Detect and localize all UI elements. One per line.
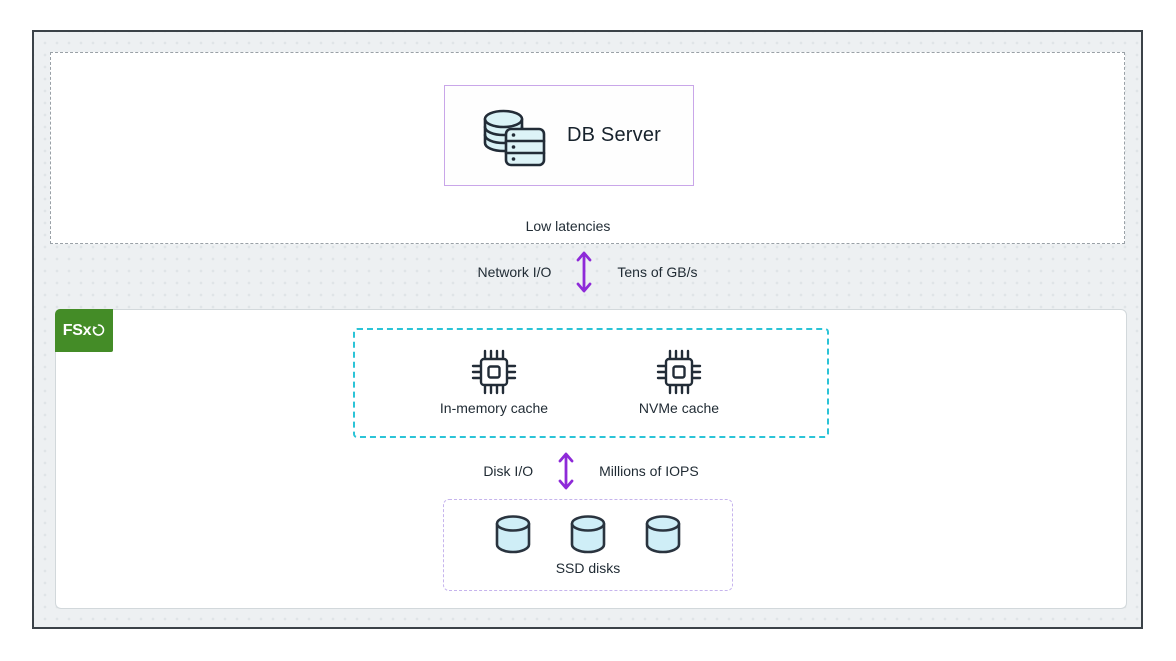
disk-io-label: Disk I/O <box>483 463 534 479</box>
nvme-cache-label: NVMe cache <box>638 400 720 416</box>
disk-cylinder-icon <box>644 514 682 555</box>
ssd-disk-group <box>494 514 682 555</box>
in-memory-cache-label: In-memory cache <box>439 400 549 416</box>
db-server-label: DB Server <box>566 124 662 146</box>
vertical-double-arrow-icon <box>557 450 575 492</box>
diagram-canvas: DB Server Low latencies Network I/O Tens… <box>32 30 1143 629</box>
network-io-label: Network I/O <box>477 264 552 280</box>
database-server-icon <box>477 104 549 168</box>
nvme-cache-node: NVMe cache <box>579 348 779 416</box>
db-server-node: DB Server <box>444 85 694 186</box>
fsx-badge-label: FSx <box>62 321 92 339</box>
vertical-double-arrow-icon <box>575 249 593 295</box>
disk-cylinder-icon <box>494 514 532 555</box>
fsx-logo-glyph-icon <box>92 324 105 337</box>
cpu-chip-icon <box>655 348 703 396</box>
ssd-disks-label: SSD disks <box>555 560 621 576</box>
db-host-region: DB Server Low latencies <box>50 52 1125 244</box>
disk-io-row: Disk I/O Millions of IOPS <box>56 449 1126 493</box>
disk-iops-label: Millions of IOPS <box>599 463 699 479</box>
fsx-region: FSx <box>55 309 1127 609</box>
in-memory-cache-node: In-memory cache <box>394 348 594 416</box>
low-latency-note: Low latencies <box>525 218 611 234</box>
cpu-chip-icon <box>470 348 518 396</box>
network-io-row: Network I/O Tens of GB/s <box>34 248 1141 296</box>
disk-cylinder-icon <box>569 514 607 555</box>
network-throughput-label: Tens of GB/s <box>617 264 698 280</box>
cache-region: In-memory cache <box>353 328 829 438</box>
ssd-region: SSD disks <box>443 499 733 591</box>
fsx-badge: FSx <box>55 309 113 352</box>
